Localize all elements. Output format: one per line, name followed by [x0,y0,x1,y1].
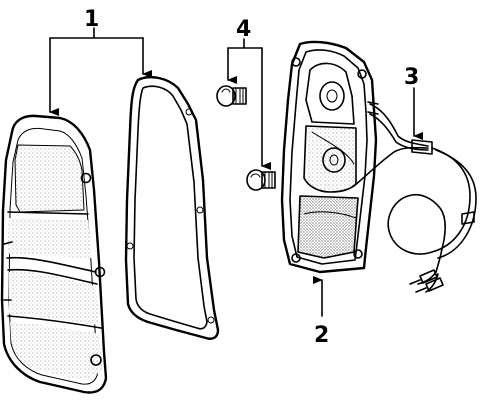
lens-tab-2 [94,266,106,278]
lens-gasket [124,76,220,340]
bulb-2 [246,169,276,191]
bulb-2-base-ribs [264,171,273,189]
lens-tab-1 [80,172,92,184]
tail-lamp-lens [0,114,108,394]
upper-socket-hole [326,89,338,103]
harness-connector-1 [419,269,438,284]
middle-socket-hole [329,154,339,166]
upper-socket [319,81,345,111]
lens-rib-3 [7,268,98,285]
middle-reflector-contour [311,131,355,165]
gasket-inner [133,85,208,330]
harness-wire-a [369,103,429,147]
gasket-bump-1 [185,108,193,116]
callout-label-3: 3 [404,65,419,90]
harness-wire-b [369,113,429,151]
lower-reflector-outline [297,195,359,259]
lamp-housing [280,40,379,274]
lens-outline [0,114,108,394]
callout-1-bracket [49,27,144,39]
callout-4: 4 [227,17,271,170]
lens-stop-band [8,218,92,258]
lower-reflector [298,196,358,258]
harness-loop-outer [435,149,477,259]
gasket-bump-2 [196,206,204,214]
housing-stud-1 [291,57,301,67]
bulb-1-glass [216,85,236,107]
housing-stud-4 [291,253,301,263]
lens-upper-window-outline [14,144,85,213]
callout-4-bracket [227,38,263,49]
lens-lower-band [10,322,102,379]
bulb-1-base [232,87,247,105]
gasket-outer [124,76,220,340]
callout-2: 2 [313,276,329,348]
housing-stud-2 [357,69,367,79]
bulb-1 [216,85,247,107]
harness-sleeve [411,139,433,155]
callout-1: 1 [49,7,152,116]
housing-stud-3 [353,249,363,259]
lens-middle-band [9,271,99,325]
lens-rib-1 [7,211,89,215]
housing-rim [289,49,368,265]
callout-label-1: 1 [84,7,99,32]
housing-outline [280,40,378,274]
bulb-1-filament [221,88,231,93]
harness-pins [409,279,427,293]
wiring-harness [353,103,477,293]
upper-reflector [305,62,355,125]
bulb-1-base-ribs [235,87,244,105]
middle-socket [322,147,346,173]
callout-label-4: 4 [236,17,251,42]
lens-side-tabs [3,241,13,301]
harness-branch-b [425,273,439,293]
lower-reflector-contour [303,211,357,219]
gasket-bump-4 [207,316,215,324]
harness-loop [387,147,471,273]
housing-grommet [367,101,379,115]
harness-wire-c [353,146,429,187]
harness-clip [461,211,475,225]
lens-upper-window [15,145,84,212]
lens-rib-2 [6,256,97,273]
lens-rib-4 [7,315,102,329]
gasket-bump-3 [126,242,134,250]
callout-label-2: 2 [314,323,329,348]
bulb-2-base [261,171,276,189]
harness-connector-2 [425,277,444,292]
bulb-2-filament [250,173,261,178]
lens-tab-3 [90,354,102,366]
callout-3: 3 [404,65,423,140]
